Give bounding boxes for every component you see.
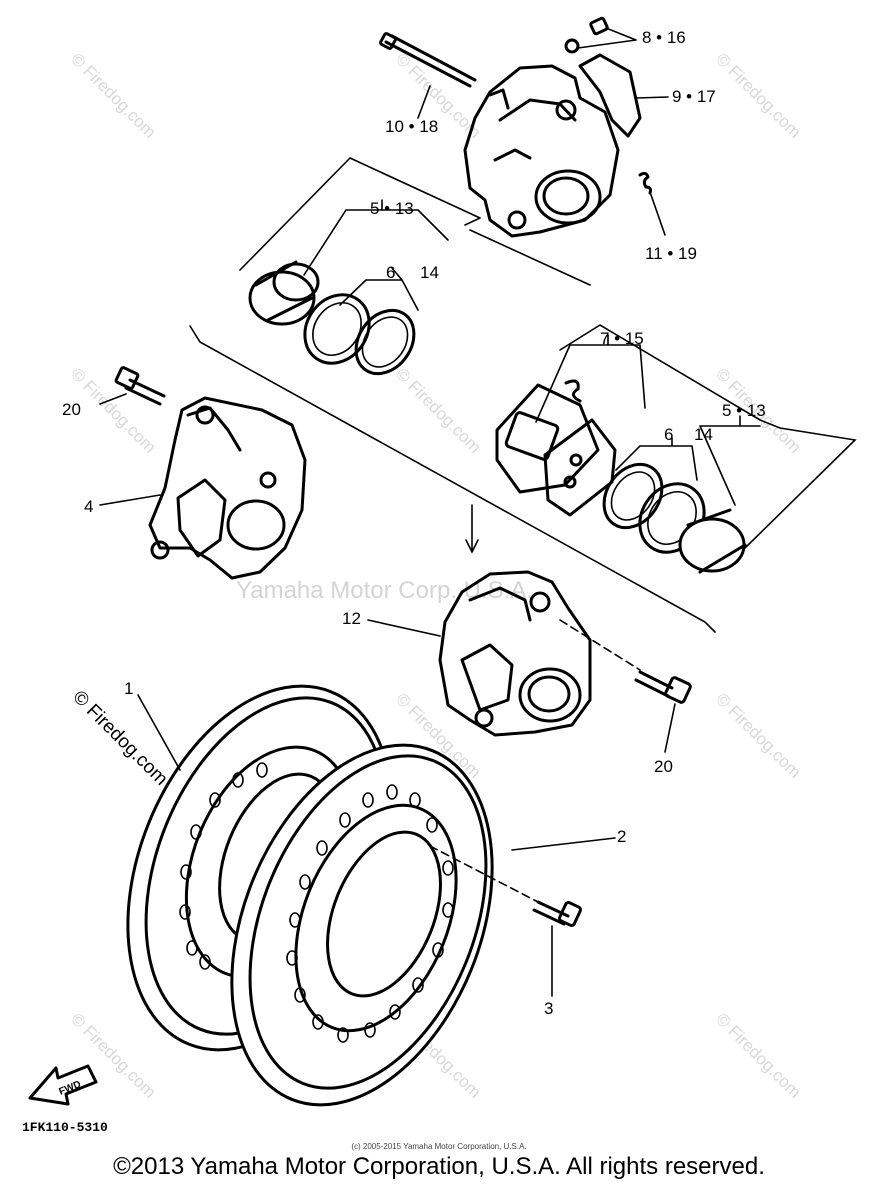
callout-labels: 1 2 3 4 5 • 13 6 14 7 • 15 5 • 13 6 14 8… — [62, 28, 766, 1018]
callout-6-lower: 6 — [664, 425, 673, 444]
callout-14-lower: 14 — [694, 425, 713, 444]
upper-caliper-body — [463, 64, 620, 238]
bleed-screw-cap — [564, 16, 609, 54]
callout-12: 12 — [342, 609, 361, 628]
forward-direction-arrow: FWD — [28, 1064, 98, 1106]
leader-6-14-lower — [615, 437, 698, 481]
disc-drill-holes — [179, 762, 454, 1043]
watermark-site: © Firedog.com — [67, 49, 159, 141]
copyright-notice: ©2013 Yamaha Motor Corporation, U.S.A. A… — [113, 1153, 765, 1180]
piston-lower — [678, 508, 747, 574]
piston-upper — [248, 260, 320, 326]
pad-spring-clip — [564, 379, 582, 403]
dust-seal-upper — [354, 308, 416, 376]
small-footer: (c) 2005-2015 Yamaha Motor Corporation, … — [351, 1142, 527, 1151]
small-spring — [638, 171, 652, 195]
callout-6-upper: 6 — [386, 263, 395, 282]
callout-4: 4 — [84, 497, 93, 516]
assembly-arrow — [465, 504, 479, 554]
leader-6-14-upper — [339, 267, 419, 311]
callout-1: 1 — [124, 679, 133, 698]
piston-seal-upper — [303, 293, 371, 365]
callout-7-15: 7 • 15 — [600, 329, 644, 348]
mounting-bolt-left — [114, 366, 166, 406]
watermark-center: Yamaha Motor Corp. U.S.A. — [236, 577, 533, 604]
leader-5-13-lower — [699, 415, 761, 506]
callout-10-18: 10 • 18 — [385, 117, 438, 136]
left-caliper-assembly — [148, 396, 307, 580]
callout-2: 2 — [617, 827, 626, 846]
brake-disc-right — [179, 743, 494, 1107]
piston-seal-lower — [602, 462, 664, 530]
callout-leaders — [99, 27, 676, 997]
lower-caliper-body — [438, 570, 592, 737]
callout-3: 3 — [544, 999, 553, 1018]
callout-5-13-upper: 5 • 13 — [370, 199, 414, 218]
callout-8-16: 8 • 16 — [642, 28, 686, 47]
callout-11-19: 11 • 19 — [645, 244, 697, 263]
watermark-site: © Firedog.com — [712, 49, 804, 141]
callout-5-13-lower: 5 • 13 — [722, 401, 766, 420]
callout-9-17: 9 • 17 — [672, 87, 716, 106]
watermark-site: © Firedog.com — [712, 689, 804, 781]
mounting-bolt-right — [559, 619, 692, 704]
leader-5-13-upper — [303, 199, 449, 276]
watermark-site: © Firedog.com — [712, 1009, 804, 1101]
callout-20-left: 20 — [62, 400, 81, 419]
callout-14-upper: 14 — [420, 263, 439, 282]
watermark-site: © Firedog.com — [67, 364, 159, 456]
disc-bolt — [429, 845, 582, 927]
watermark-site: © Firedog.com — [392, 364, 484, 456]
leader-7-15 — [535, 334, 646, 423]
caliper-cover — [578, 53, 642, 138]
diagram-code: 1FK110-5310 — [22, 1120, 108, 1135]
caliper-long-bolt — [379, 32, 477, 88]
group-bracket-upper — [239, 157, 591, 286]
group-bracket-middle — [189, 324, 857, 633]
callout-20-right: 20 — [654, 757, 673, 776]
watermark-site-dark: © Firedog.com — [68, 687, 171, 790]
